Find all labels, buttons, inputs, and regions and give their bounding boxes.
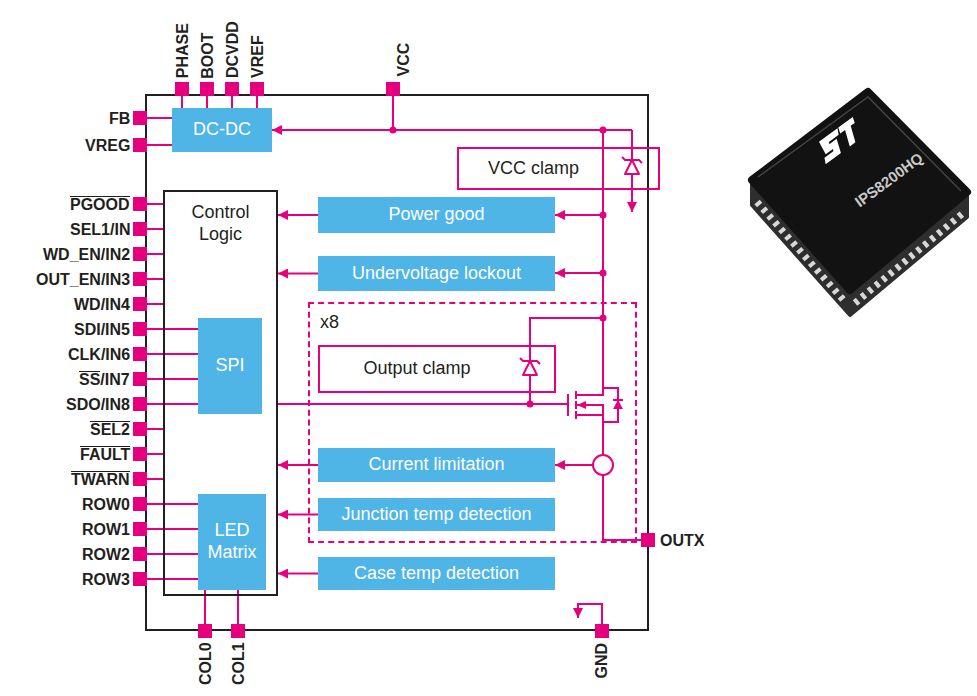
signal-arrow	[278, 514, 318, 516]
overline-bar	[80, 446, 130, 448]
part-marking: IPS8200HQ	[851, 149, 926, 211]
pin-label: COL0	[195, 642, 214, 685]
logic-block: Control LogicSPI LED Matrix	[163, 190, 278, 596]
pin-label: FB	[109, 109, 130, 128]
monitor-block: Undervoltage lockout	[318, 256, 555, 291]
block-label: x8	[320, 312, 339, 334]
pin-label: SS/IN7	[79, 370, 130, 389]
mosfet-arrow	[577, 401, 586, 409]
brand-logo	[813, 117, 866, 164]
chip-illustration	[752, 92, 967, 315]
block-label: Output clamp	[363, 358, 470, 380]
protection-block: Case temp detection	[318, 557, 555, 590]
mosfet-symbol	[568, 391, 623, 419]
sense-arrow	[555, 214, 603, 216]
pin-pad	[133, 82, 655, 638]
protection-block: Junction temp detection	[318, 498, 555, 531]
pin-label: SDO/IN8	[66, 395, 130, 414]
pin-label: VREF	[247, 35, 266, 78]
pin-label: TWARN	[71, 470, 130, 489]
block-label: DC-DC	[193, 119, 251, 141]
ground-arrow	[578, 604, 602, 624]
block-label: Junction temp detection	[341, 504, 531, 526]
pin-label: VCC	[394, 42, 413, 76]
pin-label: SEL2	[90, 420, 130, 439]
pin-label: BOOT	[198, 32, 217, 78]
block-label: VCC clamp	[488, 158, 579, 180]
pin-label: ROW3	[82, 570, 130, 589]
pin-label: VREG	[85, 136, 130, 155]
pin-label: GND	[592, 642, 611, 678]
junction-dot	[390, 127, 397, 134]
chip-top	[752, 92, 967, 290]
junction-dot	[527, 401, 534, 408]
signal-arrow	[278, 214, 318, 216]
clamp-block: VCC clamp	[457, 147, 660, 190]
sense-arrow	[555, 464, 593, 466]
signal-arrow	[278, 573, 318, 575]
block-label: Control Logic	[181, 202, 261, 245]
pin-label: WD_EN/IN2	[43, 245, 130, 264]
spi-block: SPI	[198, 318, 262, 414]
overline-bar	[90, 421, 130, 423]
pin-label: SEL1/IN	[70, 220, 130, 239]
pin-label: DCVDD	[222, 21, 241, 78]
dc-dc-block: DC-DC	[172, 108, 272, 152]
junction-dot	[600, 212, 607, 219]
pin-label: OUT_EN/IN3	[36, 270, 130, 289]
pin-label: SDI/IN5	[74, 320, 130, 339]
signal-arrow	[278, 464, 318, 466]
block-label: LED Matrix	[202, 520, 262, 563]
logo-shape	[837, 117, 866, 147]
signal-arrow	[278, 273, 318, 275]
pin-label: COL1	[228, 642, 247, 685]
block-label: Case temp detection	[354, 563, 519, 585]
pin-label: ROW1	[82, 520, 130, 539]
pin-label: CLK/IN6	[68, 345, 130, 364]
channel-group: x8Output clampCurrent limitationJunction…	[308, 302, 637, 543]
overline-bar	[70, 196, 130, 198]
pin-label: PHASE	[172, 23, 191, 78]
pin-label: ROW2	[82, 545, 130, 564]
clamp-block: Output clamp	[318, 345, 556, 393]
logo-shape	[813, 128, 851, 164]
signal-wire	[147, 96, 641, 624]
overline-bar	[71, 471, 130, 473]
led-matrix-block: LED Matrix	[198, 494, 266, 590]
protection-block: Current limitation	[318, 448, 555, 482]
zener-symbol	[625, 160, 639, 174]
zener-symbol	[523, 361, 537, 375]
pin-label: WD/IN4	[74, 295, 130, 314]
pin-label: PGOOD	[70, 195, 130, 214]
ic-housing	[146, 95, 648, 630]
current-sensor	[593, 455, 613, 475]
block-label: SPI	[215, 355, 244, 377]
junction-dot	[600, 127, 607, 134]
chip-edge	[758, 97, 961, 191]
pin-label: ROW0	[82, 495, 130, 514]
monitor-block: Power good	[318, 197, 555, 233]
block-label: Undervoltage lockout	[352, 263, 521, 285]
supply-arrow	[272, 129, 393, 131]
body-diode	[613, 400, 623, 409]
pin-label: FAULT	[80, 445, 130, 464]
block-label: Power good	[388, 204, 484, 226]
sense-arrow	[555, 272, 603, 274]
block-label: Current limitation	[368, 454, 504, 476]
junction-dot	[600, 270, 607, 277]
pin-label: OUTX	[660, 531, 704, 550]
junction-dot	[600, 315, 607, 322]
overline-bar	[79, 371, 100, 373]
